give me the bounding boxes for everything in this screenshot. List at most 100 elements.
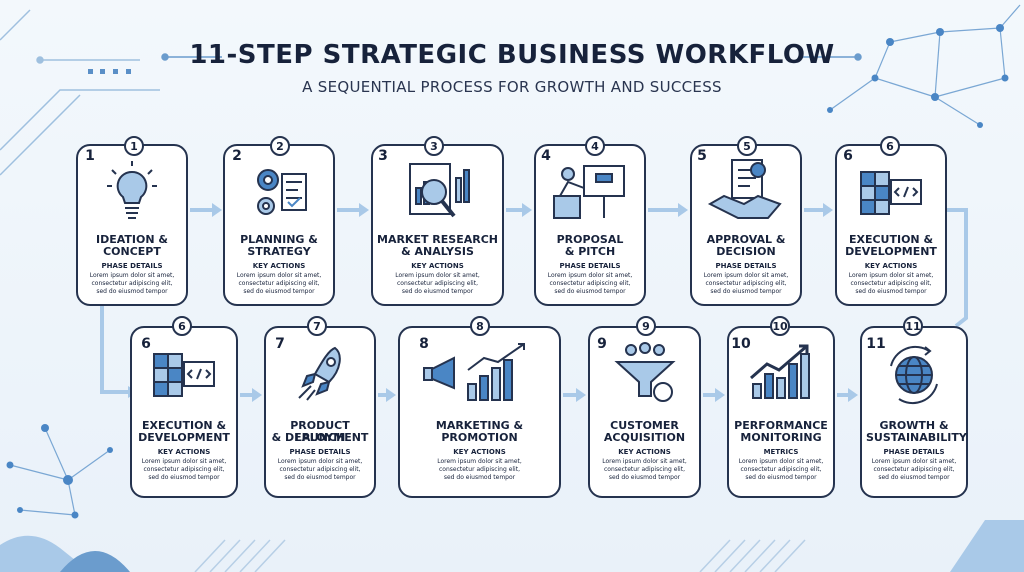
flow-arrow [563, 388, 586, 402]
step-subheading: PHASE DETAILS [101, 262, 163, 270]
step-body-line1: Lorem ipsum dolor sit amet, [437, 458, 522, 465]
step-body-line2: consectetur adipiscing elit, [238, 280, 320, 287]
step-body-line3: sed do eiusmod tempor [401, 288, 474, 295]
step-number-label: 2 [232, 148, 242, 164]
rocket-icon [266, 340, 374, 418]
step-number-label: 7 [275, 336, 285, 352]
step-body-line2: consectetur adipiscing elit, [397, 280, 478, 287]
step-subheading: KEY ACTIONS [618, 448, 671, 456]
step-body-line1: Lorem ipsum dolor sit amet, [738, 458, 824, 465]
step-title-line2: DEVELOPMENT [845, 245, 937, 258]
magnifier-chart-icon [373, 158, 502, 236]
step-number-badge: 6 [172, 316, 192, 336]
step-card: IDEATION &CONCEPT PHASE DETAILS Lorem ipsu… [76, 144, 188, 306]
step-number-badge: 10 [770, 316, 790, 336]
step-body-line2: consectetur adipiscing elit, [604, 466, 685, 473]
growth-chart-icon [729, 340, 833, 418]
step-body-line3: sed do eiusmod tempor [608, 474, 681, 481]
lightbulb-icon [78, 158, 186, 236]
step-body-line1: Lorem ipsum dolor sit amet, [547, 272, 633, 279]
step-body-line3: sed do eiusmod tempor [243, 288, 315, 295]
flow-arrow [240, 388, 262, 402]
flow-arrow [378, 388, 396, 402]
step-number-badge: 4 [585, 136, 605, 156]
flow-arrow [648, 203, 688, 217]
step-title-line1: EXECUTION & [848, 233, 934, 246]
flow-arrow [804, 203, 833, 217]
step-body-line3: sed do eiusmod tempor [284, 474, 356, 481]
handshake-icon [692, 158, 800, 236]
megaphone-icon [400, 340, 559, 418]
step-number-label: 3 [378, 148, 388, 164]
step-subheading: PHASE DETAILS [559, 262, 621, 270]
step-body-line1: Lorem ipsum dolor sit amet, [89, 272, 175, 279]
step-body-line2: consectetur adipiscing elit, [439, 466, 520, 473]
step-subheading: PHASE DETAILS [883, 448, 945, 456]
step-body-line2: consectetur adipiscing elit, [850, 280, 932, 287]
step-title-line2: DEVELOPMENT [138, 431, 230, 444]
step-body-line2: consectetur adipiscing elit, [740, 466, 822, 473]
step-title-line1: IDEATION & [96, 233, 168, 246]
step-title-line1: MARKET RESEARCH [377, 233, 498, 246]
step-body-line3: sed do eiusmod tempor [554, 288, 626, 295]
funnel-icon [590, 340, 699, 418]
step-title-line1: PRODUCT LAUNCH [290, 419, 350, 444]
step-title-line2: ACQUISITION [603, 431, 686, 444]
step-number-badge: 8 [470, 316, 490, 336]
step-title-line2: MONITORING [740, 431, 822, 444]
step-title-line2: SUSTAINABILITY [866, 431, 967, 444]
step-number-label: 4 [541, 148, 551, 164]
step-subheading: KEY ACTIONS [864, 262, 918, 270]
step-body-line3: sed do eiusmod tempor [96, 288, 168, 295]
flow-arrow [337, 203, 369, 217]
step-body-line1: Lorem ipsum dolor sit amet, [277, 458, 363, 465]
step-title-line1: APPROVAL & [706, 233, 786, 246]
step-title-line1: MARKETING & [435, 419, 524, 432]
step-subheading: KEY ACTIONS [411, 262, 464, 270]
step-body-line2: consectetur adipiscing elit, [143, 466, 225, 473]
step-number-badge: 1 [124, 136, 144, 156]
step-number-label: 1 [85, 148, 95, 164]
step-subheading: KEY ACTIONS [157, 448, 211, 456]
step-title-line2: & ANALYSIS [401, 245, 474, 258]
step-body-line3: sed do eiusmod tempor [710, 288, 782, 295]
step-body-line2: consectetur adipiscing elit, [279, 466, 361, 473]
blocks-code-icon [837, 158, 945, 236]
page-subtitle: A SEQUENTIAL PROCESS FOR GROWTH AND SUCC… [302, 78, 722, 96]
step-title-line1: PERFORMANCE [734, 419, 828, 432]
flow-arrow [703, 388, 725, 402]
step-number-label: 11 [866, 336, 886, 352]
step-subheading: PHASE DETAILS [715, 262, 777, 270]
step-title-line1: GROWTH & [879, 419, 949, 432]
presenter-icon [536, 158, 644, 236]
gears-icon [225, 158, 333, 236]
page-title: 11-STEP STRATEGIC BUSINESS WORKFLOW [189, 40, 835, 70]
step-body-line2: consectetur adipiscing elit, [873, 466, 955, 473]
flow-arrow [837, 388, 858, 402]
step-number-label: 6 [843, 148, 853, 164]
step-body-line3: sed do eiusmod tempor [443, 474, 516, 481]
step-body-line3: sed do eiusmod tempor [855, 288, 927, 295]
step-body-line1: Lorem ipsum dolor sit amet, [236, 272, 322, 279]
blocks-code-icon [132, 340, 236, 418]
step-title-line1: EXECUTION & [141, 419, 227, 432]
step-title-line2: DECISION [716, 245, 776, 258]
step-body-line3: sed do eiusmod tempor [148, 474, 220, 481]
step-number-badge: 11 [903, 316, 923, 336]
step-number-label: 5 [697, 148, 707, 164]
step-number-label: 8 [419, 336, 429, 352]
step-title-line2: CONCEPT [103, 245, 161, 258]
step-subheading: METRICS [763, 448, 799, 456]
step-title-line2: PROMOTION [441, 431, 518, 444]
step-subheading: PHASE DETAILS [289, 448, 351, 456]
globe-icon [862, 340, 966, 418]
